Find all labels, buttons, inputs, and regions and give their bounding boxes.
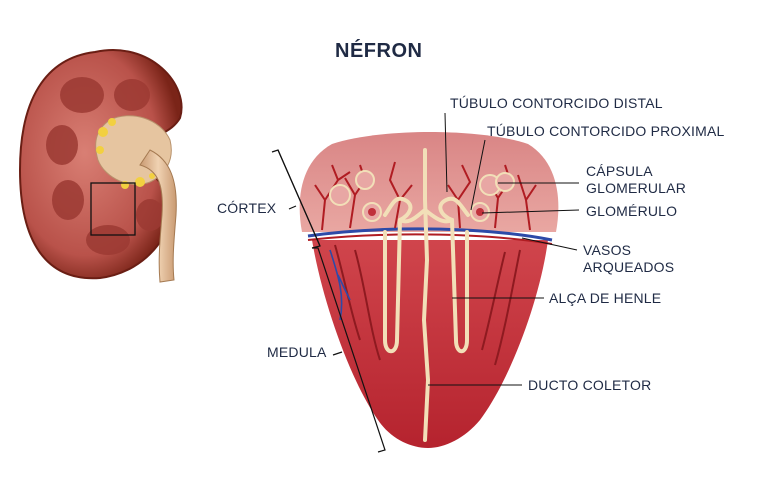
label-arcuate-vessels-1: VASOS bbox=[583, 242, 632, 258]
nephron-section bbox=[299, 132, 559, 448]
label-loop-of-henle: ALÇA DE HENLE bbox=[549, 290, 662, 306]
label-distal-tubule: TÚBULO CONTORCIDO DISTAL bbox=[450, 95, 663, 111]
label-medulla: MEDULA bbox=[267, 344, 327, 360]
label-proximal-tubule: TÚBULO CONTORCIDO PROXIMAL bbox=[487, 123, 725, 139]
label-cortex: CÓRTEX bbox=[217, 200, 277, 216]
brackets bbox=[271, 149, 386, 453]
page-title: NÉFRON bbox=[335, 40, 423, 62]
label-glomerular-capsule-2: GLOMERULAR bbox=[586, 180, 687, 196]
leader-lines bbox=[428, 112, 580, 386]
kidney-illustration bbox=[18, 49, 183, 283]
label-glomerulus: GLOMÉRULO bbox=[586, 203, 678, 219]
label-glomerular-capsule-1: CÁPSULA bbox=[586, 163, 653, 179]
label-arcuate-vessels-2: ARQUEADOS bbox=[583, 259, 675, 275]
label-collecting-duct: DUCTO COLETOR bbox=[528, 377, 652, 393]
